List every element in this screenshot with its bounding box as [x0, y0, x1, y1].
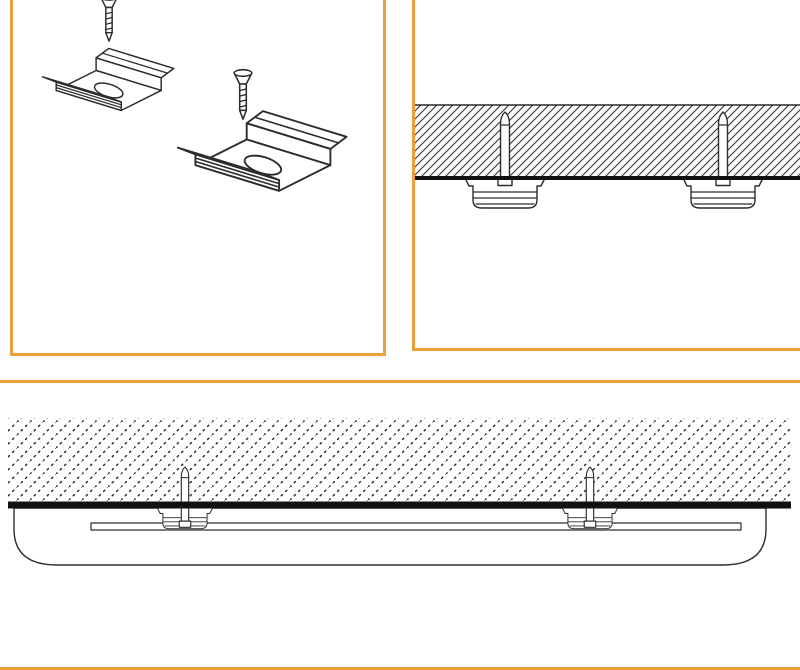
screw-up-icon-3 [178, 466, 192, 528]
panel-clips-isometric [10, 0, 386, 356]
clips-isometric-figure [41, 0, 348, 192]
mounting-clip-iso-2 [176, 110, 348, 192]
ceiling-side-figure [415, 104, 800, 209]
ceiling-hatch-area [415, 105, 800, 178]
panel-ceiling-side-view [412, 0, 800, 351]
luminaire-body [13, 507, 767, 566]
ceiling-dotted-area [8, 418, 791, 504]
screw-icon-2 [233, 68, 253, 120]
luminaire-mounted-figure [8, 418, 791, 566]
panel-luminaire-mounted [0, 380, 800, 670]
screw-icon-1 [99, 0, 119, 42]
screw-up-icon-4 [583, 466, 597, 528]
screw-up-icon-2 [715, 111, 731, 187]
mounting-clip-iso-1 [41, 47, 175, 112]
screw-up-icon-1 [497, 111, 513, 187]
